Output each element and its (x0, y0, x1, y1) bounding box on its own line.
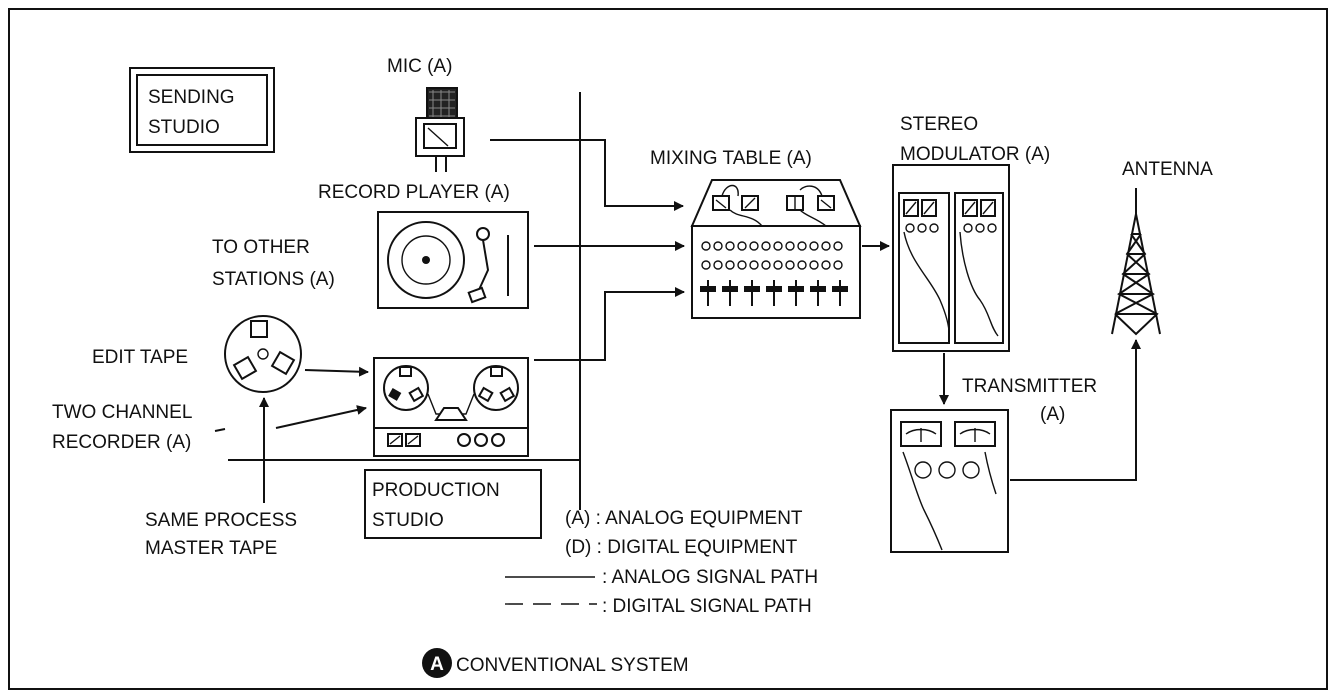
sending-studio-label-1: SENDING (148, 87, 235, 108)
transmitter-label-2: (A) (1040, 404, 1065, 425)
legend-analog-path: : ANALOG SIGNAL PATH (602, 567, 818, 588)
legend-analog-equipment: (A) : ANALOG EQUIPMENT (565, 508, 803, 529)
production-studio-label-1: PRODUCTION (372, 480, 500, 501)
sending-studio-box: SENDING STUDIO (130, 68, 274, 152)
sending-studio-label-2: STUDIO (148, 117, 220, 138)
production-studio-box: PRODUCTION STUDIO (365, 470, 541, 538)
antenna-label: ANTENNA (1122, 159, 1213, 180)
legend-digital-path: : DIGITAL SIGNAL PATH (602, 596, 812, 617)
antenna-tower: ANTENNA (1112, 159, 1213, 334)
legend-digital-equipment: (D) : DIGITAL EQUIPMENT (565, 537, 798, 558)
two-channel-label-2: RECORDER (A) (52, 432, 191, 453)
stereo-modulator-label-1: STEREO (900, 114, 978, 135)
caption: A CONVENTIONAL SYSTEM (422, 648, 689, 678)
mixing-table-label: MIXING TABLE (A) (650, 148, 812, 169)
transmitter-label-1: TRANSMITTER (962, 376, 1097, 397)
to-other-stations-label-2: STATIONS (A) (212, 269, 335, 290)
record-player: RECORD PLAYER (A) (318, 182, 528, 308)
transmitter: TRANSMITTER (A) (891, 376, 1097, 552)
edit-tape-label: EDIT TAPE (92, 347, 188, 368)
two-channel-recorder (374, 358, 528, 456)
to-other-stations-label-1: TO OTHER (212, 237, 310, 258)
two-channel-label-1: TWO CHANNEL (52, 402, 192, 423)
record-player-label: RECORD PLAYER (A) (318, 182, 510, 203)
mic-device: MIC (A) (387, 56, 464, 172)
stereo-modulator: STEREO MODULATOR (A) (893, 114, 1050, 351)
legend: (A) : ANALOG EQUIPMENT (D) : DIGITAL EQU… (505, 508, 818, 617)
caption-text: CONVENTIONAL SYSTEM (456, 655, 689, 676)
production-studio-label-2: STUDIO (372, 510, 444, 531)
edit-tape-reel: EDIT TAPE (92, 316, 301, 392)
mic-label: MIC (A) (387, 56, 452, 77)
same-process-label-2: MASTER TAPE (145, 538, 277, 559)
stereo-modulator-label-2: MODULATOR (A) (900, 144, 1050, 165)
digital-dash (215, 429, 225, 431)
caption-badge-letter: A (430, 654, 444, 675)
same-process-label-1: SAME PROCESS (145, 510, 297, 531)
